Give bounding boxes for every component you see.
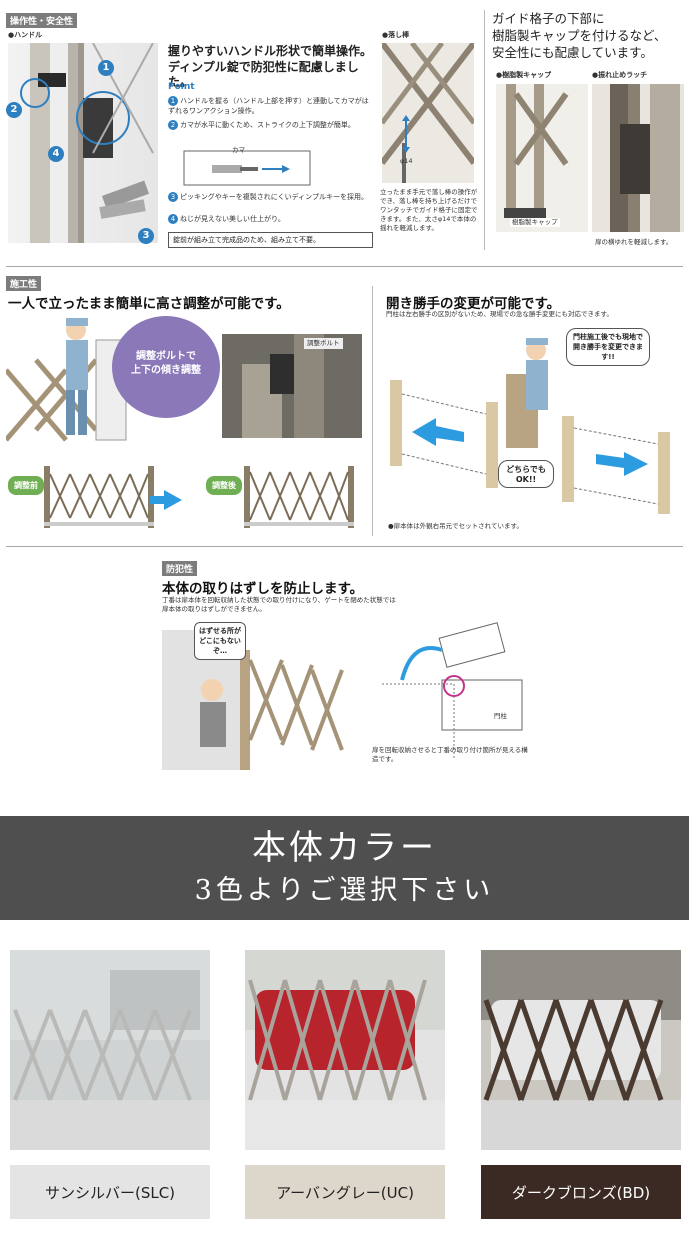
swing-illustration — [386, 324, 682, 518]
bolt-bubble-text: 調整ボルトで 上下の傾き調整 — [112, 350, 220, 378]
gate-after-illustration — [244, 466, 354, 528]
cap-label: ●樹脂製キャップ — [496, 71, 552, 79]
color-swatch-uc[interactable]: アーバングレー(UC) — [245, 1165, 445, 1219]
marker-2: 2 — [6, 102, 22, 118]
arrow-right-shaft — [150, 496, 166, 504]
point-num-1: 1 — [168, 96, 178, 106]
construction-headline-left: 一人で立ったまま簡単に高さ調整が可能です。 — [8, 296, 290, 312]
swing-bubble-2: どちらでもOK!! — [498, 460, 554, 488]
swing-bubble-1: 門柱施工後でも現地で開き勝手を変更できます!! — [566, 328, 650, 366]
gate-before-illustration — [44, 466, 154, 528]
construction-right-note: ●扉本体は外観右吊元でセットされています。 — [388, 522, 523, 530]
gate-photo-slc-illustration — [10, 950, 210, 1150]
safety-headline-1: 握りやすいハンドル形状で簡単操作。 — [168, 44, 373, 58]
otoshibo-label: ●落し棒 — [382, 31, 410, 39]
handle-illustration — [20, 43, 154, 243]
marker-3: 3 — [138, 228, 154, 244]
post-label: 門柱 — [494, 712, 507, 720]
point-label: Point — [168, 82, 195, 92]
point-num-4: 4 — [168, 214, 178, 224]
gate-photo-uc-illustration — [245, 950, 445, 1150]
arrow-right-icon — [164, 490, 182, 510]
divider-vertical-1 — [484, 10, 485, 250]
guide-headline-line-1: ガイド格子の下部に — [492, 11, 605, 26]
section-tag-security: 防犯性 — [162, 561, 198, 576]
security-caption: 扉を回転収納させると丁番の取り付け箇所が見える構造です。 — [372, 746, 528, 763]
otoshibo-illustration — [382, 43, 474, 183]
construction-right-sub: 門柱は左右勝手の区別がないため、現場での急な勝手変更にも対応できます。 — [386, 310, 613, 318]
bolt-tag: 調整ボルト — [304, 338, 343, 349]
color-banner — [0, 816, 689, 920]
handle-photo — [8, 43, 158, 243]
before-label: 調整前 — [8, 476, 44, 495]
guide-headline-line-3: 安全性にも配慮しています。 — [492, 45, 653, 60]
marker-4: 4 — [48, 146, 64, 162]
otoshibo-photo — [382, 43, 474, 183]
latch-photo — [592, 84, 684, 232]
swing-illustration-svg — [390, 338, 670, 518]
point-text-2: カマが水平に動くため、ストライクの上下調整が簡単。 — [180, 121, 355, 129]
assembly-note: 錠前が組み立て完成品のため、組み立て不要。 — [168, 232, 373, 248]
gate-after — [244, 466, 354, 528]
kama-diagram-illustration — [183, 150, 311, 186]
otoshibo-description: 立ったまま手元で落し棒の操作ができ、落し棒を持ち上げるだけでワンタッチでガイド格… — [380, 188, 478, 232]
worker-illustration — [4, 310, 246, 450]
color-banner-subtitle: 3色よりご選択下さい — [194, 875, 495, 906]
cap-photo — [496, 84, 588, 232]
cap-illustration — [504, 84, 569, 218]
security-bubble: はずせる所がどこにもないぞ… — [194, 622, 246, 660]
marker-1: 1 — [98, 60, 114, 76]
point-text-3: ピッキングやキーを複製されにくいディンプルキーを採用。 — [180, 193, 368, 201]
bolt-bubble — [112, 316, 220, 418]
safety-headline-2: ディンプル錠で防犯性に配慮しました。 — [168, 60, 359, 89]
bolt-label-1: 調整ボルトで — [136, 351, 196, 362]
color-photo-bd — [481, 950, 681, 1150]
guide-headline: ガイド格子の下部に 樹脂製キャップを付けるなど、 安全性にも配慮しています。 — [492, 10, 687, 61]
color-banner-title: 本体カラー — [252, 828, 437, 868]
gate-photo-bd-illustration — [481, 950, 681, 1150]
bolt-label-2: 上下の傾き調整 — [131, 365, 201, 376]
color-swatch-bd[interactable]: ダークブロンズ(BD) — [481, 1165, 681, 1219]
after-label: 調整後 — [206, 476, 242, 495]
point-text-4: ねじが見えない美しい仕上がり。 — [180, 215, 285, 223]
security-headline: 本体の取りはずしを防止します。 — [162, 581, 364, 597]
divider-2 — [6, 546, 683, 547]
latch-illustration — [610, 84, 680, 232]
diameter-label: φ14 — [400, 157, 413, 165]
point-text-1: ハンドルを握る（ハンドル上部を押す）と連動してカマがはずれるワンアクション操作。 — [168, 97, 369, 115]
color-photo-uc — [245, 950, 445, 1150]
bolt-photo — [222, 334, 362, 438]
latch-caption: 扉の横ゆれを軽減します。 — [595, 238, 673, 246]
gate-before — [44, 466, 154, 528]
cap-caption: 樹脂製キャップ — [510, 218, 560, 227]
bolt-photo-illustration — [222, 334, 362, 438]
section-tag-safety: 操作性・安全性 — [6, 13, 78, 28]
color-photo-slc — [10, 950, 210, 1150]
point-num-2: 2 — [168, 120, 178, 130]
worker-illustration-svg — [4, 318, 127, 442]
handle-label: ●ハンドル — [8, 31, 43, 39]
divider-vertical-2 — [372, 286, 373, 536]
kama-diagram — [182, 143, 312, 189]
color-swatch-slc[interactable]: サンシルバー(SLC) — [10, 1165, 210, 1219]
divider-1 — [6, 266, 683, 267]
security-sub: 丁番は扉本体を回転収納した状態での取り付けになり、ゲートを閉めた状態では扉本体の… — [162, 596, 396, 613]
construction-headline-right: 開き勝手の変更が可能です。 — [386, 296, 561, 312]
guide-headline-line-2: 樹脂製キャップを付けるなど、 — [492, 28, 667, 43]
kama-label: カマ — [232, 146, 245, 154]
section-tag-construction: 施工性 — [6, 276, 42, 291]
point-num-3: 3 — [168, 192, 178, 202]
latch-label: ●振れ止めラッチ — [592, 71, 648, 79]
